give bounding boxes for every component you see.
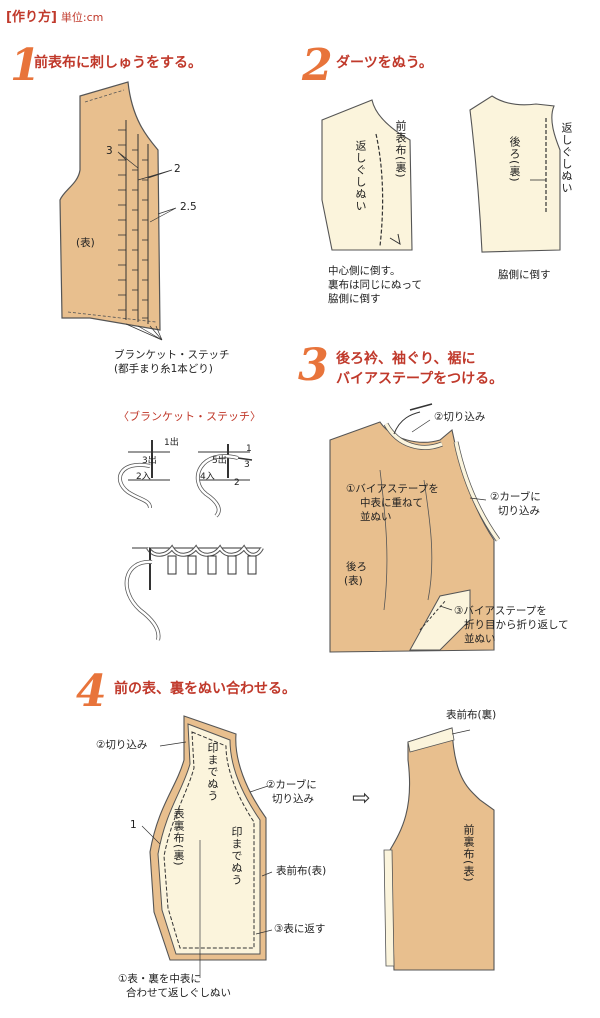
- step3-fold-l1: ③バイアステープを: [454, 605, 547, 617]
- step3-title-line2: バイアステープをつける。: [336, 371, 504, 387]
- step2-front-stitch: 返しぐしぬい: [354, 140, 367, 212]
- blanket-diagram-3: [124, 544, 264, 641]
- step2-title: ダーツをぬう。: [336, 55, 433, 71]
- step4-curve-l2: 切り込み: [272, 793, 314, 805]
- b2-out5: 5出: [212, 456, 227, 466]
- step4-arrow: ⇨: [352, 786, 371, 811]
- step4-cut: ②切り込み: [96, 739, 148, 751]
- step1-front-piece: [59, 81, 177, 341]
- step1-title: 前表布に刺しゅうをする。: [34, 55, 202, 71]
- step3-back-l1: 後ろ: [346, 561, 367, 573]
- step3-title-line1: 後ろ衿、袖ぐり、裾に: [336, 351, 476, 367]
- b1-out3: 3出: [142, 456, 157, 466]
- step3-number: 3: [298, 340, 329, 391]
- step1-stitch-line1: ブランケット・ステッチ: [114, 349, 230, 361]
- step3-bias1-l2: 中表に重ねて: [360, 497, 423, 509]
- step1-dim-2: 2: [174, 163, 181, 175]
- step3-cut1: ②切り込み: [434, 411, 486, 423]
- step2-back-lining: [469, 95, 561, 253]
- blanket-stitch-ticks: [118, 129, 148, 319]
- b2-in4: 4入: [200, 472, 215, 482]
- blanket-diagram-1: [117, 440, 170, 509]
- step4-mark2: 印までぬう: [230, 826, 243, 886]
- step2-note-front-1: 中心側に倒す。: [328, 265, 401, 277]
- step3-curve-l1: ②カーブに: [490, 491, 541, 503]
- step4-sew-l2: 合わせて返しぐしぬい: [126, 987, 231, 999]
- step3-back-l2: (表): [344, 575, 363, 587]
- step1-side-label: (表): [76, 237, 95, 249]
- step4-mark1: 印までぬう: [206, 742, 219, 802]
- step3-curve-l2: 切り込み: [498, 505, 540, 517]
- step3-fold-l2: 折り目から折り返して: [464, 619, 569, 631]
- step1-dim-3: 3: [106, 145, 113, 157]
- step2-note-front-3: 脇側に倒す: [328, 293, 381, 305]
- step4-assembly: [141, 715, 495, 978]
- step2-note-front-2: 裏布は同じにぬって: [328, 279, 422, 291]
- blanket-diagram-2: [195, 444, 253, 518]
- step2-back-label: 後ろ(裏): [508, 136, 521, 183]
- step2-front-label: 前表布(裏): [394, 120, 407, 179]
- step3-back-piece: [329, 403, 501, 653]
- step4-curve-l1: ②カーブに: [266, 779, 317, 791]
- step1-stitch-line2: (都手まり糸1本どり): [114, 363, 213, 375]
- step2-note-back: 脇側に倒す: [498, 269, 551, 281]
- step4-title: 前の表、裏をぬい合わせる。: [114, 681, 296, 697]
- step4-front-outer: 表前布(表): [276, 865, 327, 877]
- step1-number: 1: [10, 40, 41, 91]
- step3-bias1-l3: 並ぬい: [360, 511, 392, 523]
- header-title: [作り方]単位:cm: [6, 6, 103, 25]
- step3-bias1-l1: ①バイアステープを: [346, 483, 439, 495]
- b2-1: 1: [246, 444, 252, 454]
- step2-front-lining: [321, 99, 413, 251]
- blanket-stitch-heading: 〈ブランケット・ステッチ〉: [118, 410, 261, 423]
- step2-back-stitch: 返しぐしぬい: [560, 122, 573, 194]
- step1-leaders: [117, 151, 177, 341]
- step4-sew-l1: ①表・裏を中表に: [118, 973, 201, 985]
- step3-fold-l3: 並ぬい: [464, 633, 496, 645]
- step4-result-top: 表前布(裏): [446, 709, 497, 721]
- header-title-text: [作り方]: [6, 10, 57, 25]
- b1-out1: 1出: [164, 438, 179, 448]
- b2-3: 3: [244, 460, 250, 470]
- step4-turn: ③表に返す: [274, 923, 326, 935]
- b1-in2: 2入: [136, 472, 151, 482]
- step1-dim-2-5: 2.5: [180, 201, 197, 213]
- step4-num1: 1: [130, 819, 137, 831]
- step4-result-label: 前裏布(表): [462, 824, 475, 883]
- step2-number: 2: [302, 40, 333, 91]
- header-unit: 単位:cm: [60, 11, 104, 24]
- step4-lining-label: 表裏布(裏): [172, 808, 185, 867]
- step4-number: 4: [76, 666, 107, 717]
- b2-2: 2: [234, 478, 240, 488]
